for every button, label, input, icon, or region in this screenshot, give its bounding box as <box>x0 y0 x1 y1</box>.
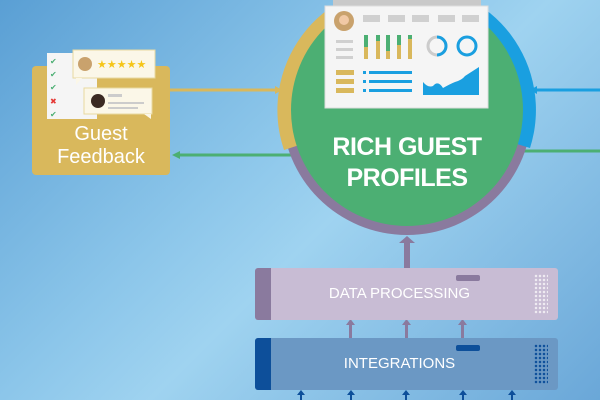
list-icon <box>363 71 412 92</box>
integrations-server: INTEGRATIONS <box>255 338 558 390</box>
commenter-avatar <box>91 94 105 108</box>
arrow-head <box>172 151 180 159</box>
hub-title-line2: PROFILES <box>346 164 468 192</box>
processing-to-profile-arrow <box>399 236 415 243</box>
feedback-title-line2: Feedback <box>57 146 145 168</box>
data-processing-server: DATA PROCESSING <box>255 268 558 320</box>
svg-text:✔: ✔ <box>50 57 57 66</box>
svg-text:✖: ✖ <box>50 97 57 106</box>
reviewer-avatar <box>78 57 92 71</box>
data-processing-label: DATA PROCESSING <box>328 285 471 302</box>
svg-text:✔: ✔ <box>50 110 57 119</box>
arrow-head <box>275 86 282 94</box>
feedback-title-line1: Guest <box>74 123 128 145</box>
vent-grille-icon <box>534 274 548 314</box>
input-arrows <box>297 390 516 400</box>
hub-title-line1: RICH GUEST <box>332 133 482 161</box>
vent-grille-icon <box>534 344 548 384</box>
five-star-rating: ★★★★★ <box>97 58 146 71</box>
integrations-label: INTEGRATIONS <box>343 355 456 372</box>
area-chart-icon <box>423 67 479 95</box>
status-led-icon <box>456 275 480 281</box>
svg-text:✔: ✔ <box>50 70 57 79</box>
bar-chart-icon <box>364 35 412 59</box>
feedback-title: Guest Feedback <box>32 123 170 169</box>
svg-text:✔: ✔ <box>50 83 57 92</box>
status-led-icon <box>456 345 480 351</box>
donut-chart-icon <box>456 35 478 57</box>
hub-title: RICH GUEST PROFILES <box>307 132 507 194</box>
integration-to-processing-arrows <box>346 319 467 338</box>
